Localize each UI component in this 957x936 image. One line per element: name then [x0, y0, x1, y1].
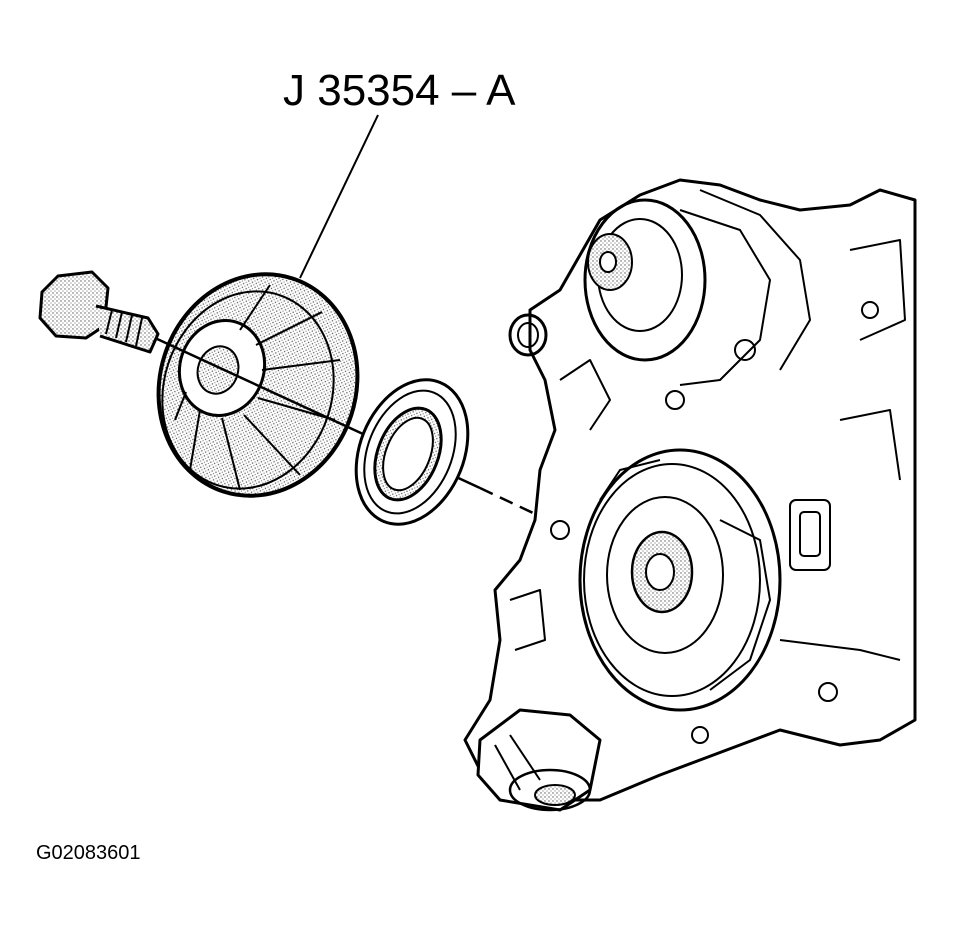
crankshaft-seal — [354, 378, 470, 526]
bolt — [38, 270, 160, 354]
alignment-centerline-dashed — [479, 486, 666, 577]
figure-id-label: G02083601 — [36, 842, 141, 864]
callout-leader-line — [299, 114, 379, 279]
engine-front-cover — [463, 178, 917, 812]
tool-callout-label: J 35354 – A — [283, 66, 516, 115]
